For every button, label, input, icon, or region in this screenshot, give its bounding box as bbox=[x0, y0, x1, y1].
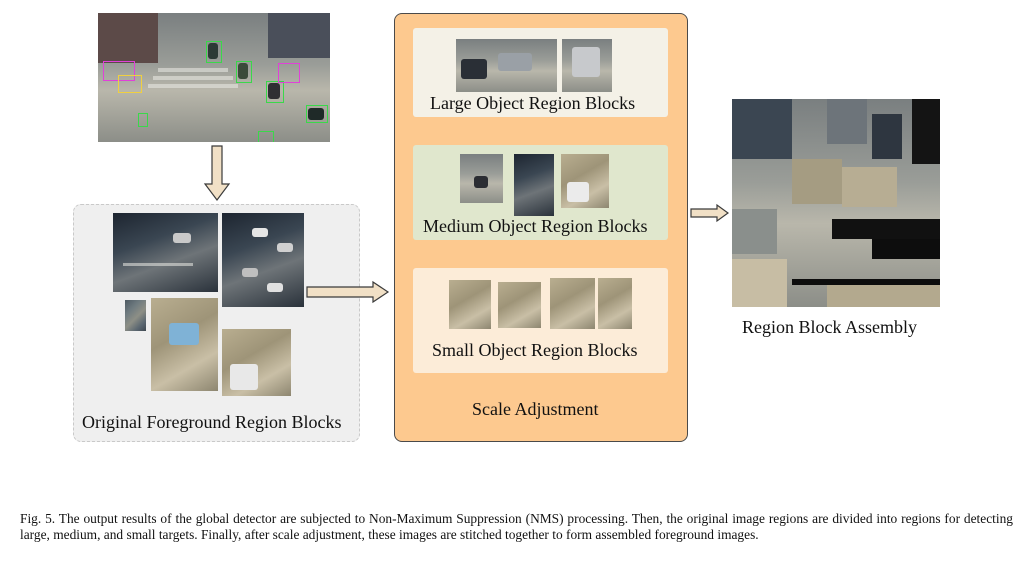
label-medium-blocks: Medium Object Region Blocks bbox=[423, 216, 648, 236]
small-block-4 bbox=[598, 278, 632, 329]
medium-block-1 bbox=[460, 154, 503, 203]
figure-caption: Fig. 5. The output results of the global… bbox=[20, 511, 1013, 542]
small-block-1 bbox=[449, 280, 491, 329]
input-aerial-image bbox=[98, 13, 330, 142]
right-arrow-to-assembly bbox=[690, 203, 730, 223]
label-original-blocks: Original Foreground Region Blocks bbox=[82, 412, 342, 432]
small-block-3 bbox=[550, 278, 595, 329]
label-small-blocks: Small Object Region Blocks bbox=[432, 340, 638, 360]
label-scale-adjustment: Scale Adjustment bbox=[472, 399, 599, 419]
label-large-blocks: Large Object Region Blocks bbox=[430, 93, 636, 113]
right-arrow-to-scale bbox=[306, 280, 390, 304]
large-block-2 bbox=[562, 39, 612, 92]
original-block-1 bbox=[113, 213, 218, 292]
medium-block-2 bbox=[514, 154, 554, 216]
label-assembly: Region Block Assembly bbox=[742, 317, 917, 337]
down-arrow bbox=[203, 145, 231, 201]
assembled-image bbox=[732, 99, 940, 307]
original-block-3 bbox=[125, 300, 146, 331]
large-block-1 bbox=[456, 39, 557, 92]
original-block-2 bbox=[222, 213, 304, 307]
small-block-2 bbox=[498, 282, 541, 328]
original-block-4 bbox=[151, 298, 218, 391]
medium-block-3 bbox=[561, 154, 609, 208]
original-block-5 bbox=[222, 329, 291, 396]
